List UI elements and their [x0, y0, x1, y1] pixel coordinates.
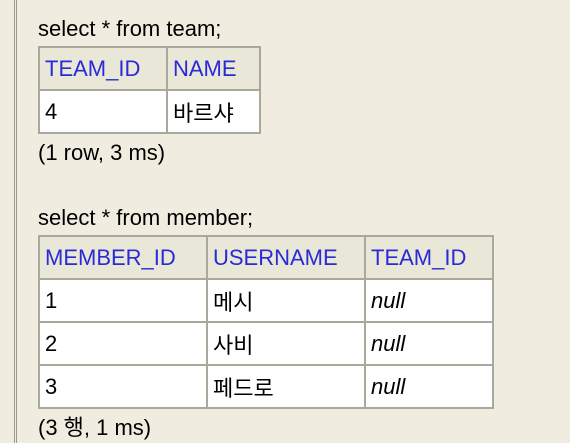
- cell-member-id: 3: [38, 364, 208, 409]
- cell-team-id: null: [364, 321, 494, 366]
- cell-username: 페드로: [206, 364, 366, 409]
- cell-member-id: 2: [38, 321, 208, 366]
- team-result-table: TEAM_ID NAME 4 바르샤: [38, 46, 261, 134]
- column-header-member-id: MEMBER_ID: [38, 235, 208, 280]
- table-row: 1 메시 null: [38, 278, 494, 323]
- table-row: 3 페드로 null: [38, 364, 494, 409]
- column-header-username: USERNAME: [206, 235, 366, 280]
- cell-name: 바르샤: [166, 89, 261, 134]
- cell-username: 메시: [206, 278, 366, 323]
- column-header-team-id: TEAM_ID: [38, 46, 168, 91]
- team-query-summary: (1 row, 3 ms): [38, 140, 166, 165]
- table-header-row: TEAM_ID NAME: [38, 46, 261, 91]
- results-panel: select * from team; TEAM_ID NAME 4 바르샤 (…: [38, 14, 568, 443]
- cell-team-id: null: [364, 364, 494, 409]
- team-query-text: select * from team;: [38, 16, 222, 41]
- member-query-text: select * from member;: [38, 205, 254, 230]
- left-divider: [14, 0, 17, 443]
- column-header-name: NAME: [166, 46, 261, 91]
- member-result-table: MEMBER_ID USERNAME TEAM_ID 1 메시 null 2 사…: [38, 235, 494, 409]
- member-query-summary: (3 행, 1 ms): [38, 415, 152, 440]
- cell-username: 사비: [206, 321, 366, 366]
- table-header-row: MEMBER_ID USERNAME TEAM_ID: [38, 235, 494, 280]
- table-row: 2 사비 null: [38, 321, 494, 366]
- team-query-block: select * from team; TEAM_ID NAME 4 바르샤 (…: [38, 14, 568, 168]
- column-header-team-id: TEAM_ID: [364, 235, 494, 280]
- member-query-block: select * from member; MEMBER_ID USERNAME…: [38, 203, 568, 443]
- cell-member-id: 1: [38, 278, 208, 323]
- cell-team-id: 4: [38, 89, 168, 134]
- table-row: 4 바르샤: [38, 89, 261, 134]
- cell-team-id: null: [364, 278, 494, 323]
